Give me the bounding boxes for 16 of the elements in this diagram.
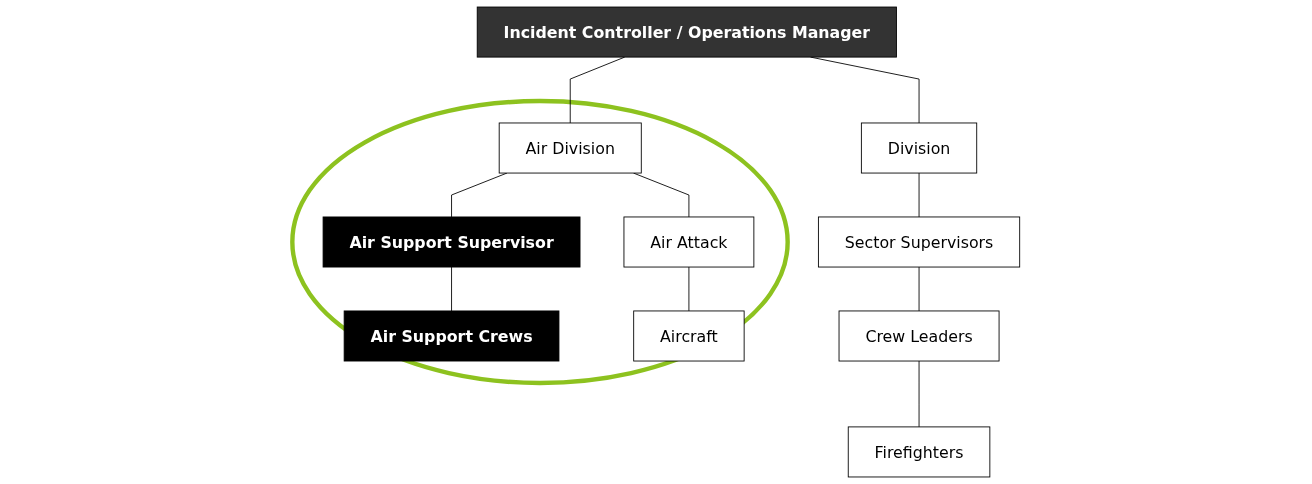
node-box: Crew Leaders — [838, 310, 1000, 362]
node-box: Sector Supervisors — [817, 216, 1021, 268]
node-box: Air Support Crews — [343, 310, 560, 362]
connector — [918, 360, 920, 428]
connector — [918, 266, 920, 312]
connector — [451, 266, 452, 312]
node-box: Aircraft — [633, 310, 745, 362]
node-box: Firefighters — [847, 426, 991, 478]
node-box: Air Attack — [623, 216, 755, 268]
connector — [688, 266, 690, 312]
node-box: Division — [860, 122, 978, 174]
node-box: Air Support Supervisor — [322, 216, 581, 268]
connector — [918, 172, 920, 218]
node-box: Air Division — [498, 122, 642, 174]
node-box: Incident Controller / Operations Manager — [476, 6, 897, 58]
cluster — [290, 98, 790, 386]
